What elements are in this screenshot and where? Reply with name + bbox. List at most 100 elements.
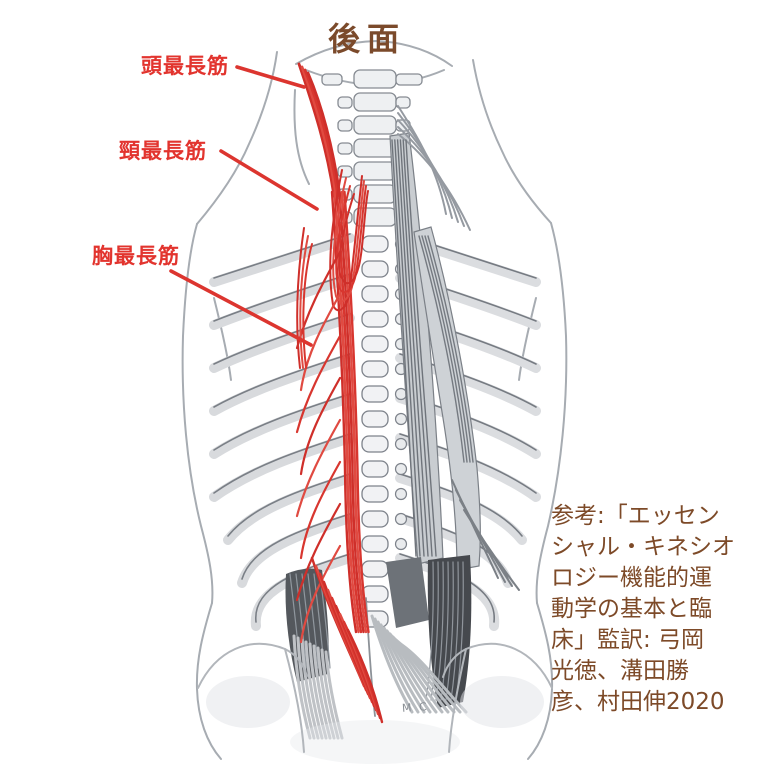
rib-edge xyxy=(213,393,351,451)
aponeurosis-fans xyxy=(292,597,468,740)
cervical-vertebra xyxy=(353,161,397,181)
spinous-process xyxy=(361,460,389,478)
cervicis-loop xyxy=(338,190,369,285)
longissimus-fiber xyxy=(394,139,421,557)
rib-edge xyxy=(241,513,351,580)
right-buttock-shading xyxy=(460,676,544,728)
leader-line-capitis xyxy=(235,65,306,89)
spinous-process xyxy=(361,560,389,578)
rib xyxy=(209,353,355,416)
longissimus-fiber xyxy=(399,139,429,557)
longissimus-fiber xyxy=(396,139,425,557)
page-title: 後面 xyxy=(328,20,407,58)
stray-fiber xyxy=(299,235,309,369)
left-neck-line xyxy=(196,51,278,225)
thoracis-rib-fiber xyxy=(295,334,342,434)
right-fan-fiber xyxy=(379,623,432,714)
capitis-fiber xyxy=(297,62,336,198)
capitis-fiber xyxy=(306,71,342,198)
rib xyxy=(209,233,355,287)
rib-edge xyxy=(213,233,351,279)
rib xyxy=(209,313,355,373)
dark-striation xyxy=(450,561,459,701)
vertebra-left-process xyxy=(321,73,343,86)
spinous-process xyxy=(361,535,389,553)
cervicis-loop xyxy=(329,169,363,312)
left-fan-fiber xyxy=(304,640,324,740)
rib-edge xyxy=(227,473,351,537)
spinous-process xyxy=(361,385,389,403)
left-torso-line xyxy=(181,223,214,604)
vertebra-right-process xyxy=(395,96,411,109)
iliocostalis-fiber xyxy=(421,235,468,463)
dark-striation xyxy=(307,573,319,669)
iliocostalis-fiber xyxy=(427,235,474,463)
leader-line-thoracis xyxy=(169,269,313,347)
longissimus-fiber xyxy=(402,139,433,557)
lateral-fiber xyxy=(463,509,520,591)
pelvis-outline xyxy=(197,642,553,764)
left-fan-fiber xyxy=(320,648,340,740)
stray-fiber xyxy=(302,243,313,369)
thoracis-rib-fiber xyxy=(295,418,342,518)
longissimus-fiber xyxy=(391,139,417,557)
cervical-vertebra xyxy=(353,69,397,89)
spinous-process xyxy=(361,360,389,378)
bundle-fiber xyxy=(335,190,363,634)
splenius-fiber xyxy=(397,133,471,231)
label-longissimus-thoracis: 胸最長筋 xyxy=(92,244,180,268)
rib-edge xyxy=(213,353,351,408)
skull-top-line xyxy=(295,39,453,67)
right-fan-fiber xyxy=(397,641,468,714)
right-dark-column xyxy=(427,555,472,708)
capitis-fiber xyxy=(300,65,338,198)
spinous-process xyxy=(361,485,389,503)
stray-fiber xyxy=(296,227,305,369)
bundle-fiber xyxy=(343,190,370,634)
left-buttock-line xyxy=(197,642,308,689)
rib xyxy=(223,473,355,545)
body-outline xyxy=(181,39,568,760)
dark-striation xyxy=(445,561,454,701)
right-torso-line xyxy=(535,222,568,604)
left-fan-fiber xyxy=(312,644,332,740)
rib-head xyxy=(394,487,408,501)
rib-head xyxy=(394,537,408,551)
right-armpit-line xyxy=(518,297,537,381)
longissimus-red-muscles xyxy=(295,62,384,724)
right-fan-fiber xyxy=(370,614,414,714)
capitis-fiber xyxy=(303,68,340,198)
right-fan-fiber xyxy=(373,617,420,714)
right-neck-line xyxy=(472,59,552,224)
iliocostalis-fiber xyxy=(418,235,465,463)
longissimus-fiber xyxy=(405,139,437,557)
spinous-process xyxy=(361,235,389,253)
thoracis-rib-fiber xyxy=(295,502,342,602)
right-buttock-inner-line xyxy=(448,648,467,753)
bundle-fiber xyxy=(338,190,365,634)
left-inner-neck-line xyxy=(293,89,310,185)
vertebra-left-process xyxy=(337,142,353,155)
spinous-process xyxy=(361,260,389,278)
right-buttock-line xyxy=(442,642,553,689)
right-erector-muscles xyxy=(389,105,520,591)
rib-head xyxy=(394,512,408,526)
thoracis-rib-fiber xyxy=(299,544,342,644)
vertebra-right-process xyxy=(395,73,423,86)
spinous-process xyxy=(361,310,389,328)
cervical-vertebra xyxy=(353,115,397,135)
rib-head xyxy=(394,462,408,476)
rib-edge xyxy=(213,313,351,365)
cervicis-loop xyxy=(332,177,365,303)
spinous-process xyxy=(361,285,389,303)
dark-striation xyxy=(295,573,307,669)
right-medial-dark-patch xyxy=(386,557,429,628)
spinous-process xyxy=(361,410,389,428)
label-longissimus-capitis: 頭最長筋 xyxy=(141,54,229,78)
bundle-fiber xyxy=(340,190,368,634)
left-fan-fiber xyxy=(316,646,336,740)
spinous-process xyxy=(361,335,389,353)
left-fan-fiber xyxy=(308,642,328,740)
iliocostalis-fiber xyxy=(424,235,471,463)
